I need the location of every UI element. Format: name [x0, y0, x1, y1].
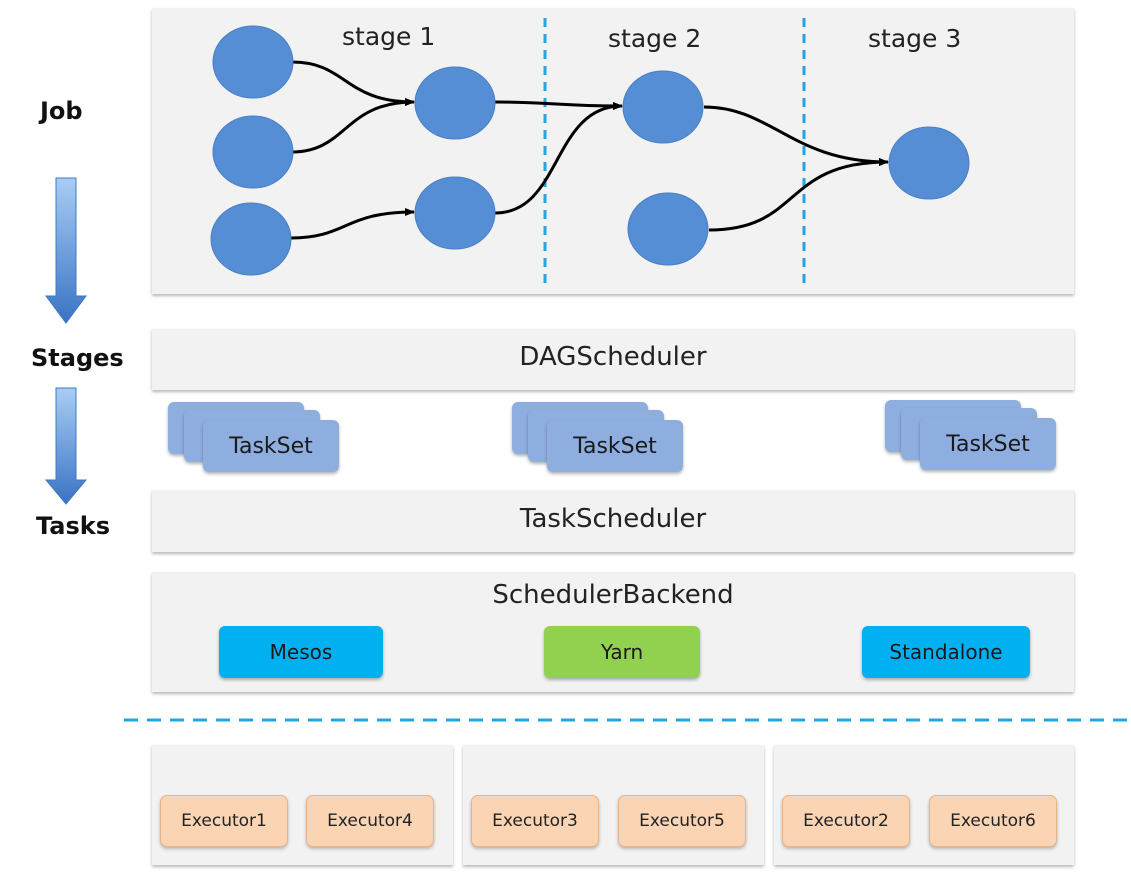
- scheduler-backend-panel: SchedulerBackend Mesos Yarn Standalone: [152, 572, 1074, 692]
- task-scheduler-bar: TaskScheduler: [152, 490, 1074, 552]
- job-to-stages-arrow-icon: [45, 177, 87, 324]
- mesos-option: Mesos: [219, 626, 383, 678]
- edge-f-to-h: [703, 105, 889, 166]
- standalone-option: Standalone: [862, 626, 1030, 678]
- dag-node: [210, 202, 292, 276]
- edge-a-to-d: [291, 60, 415, 106]
- taskset-stack-3: TaskSet: [885, 400, 1065, 480]
- cluster-divider: [124, 718, 1131, 722]
- executor-box: Executor6: [929, 795, 1057, 847]
- executor-box: Executor1: [160, 795, 288, 847]
- worker-node-1: Executor1 Executor4: [152, 745, 453, 865]
- task-scheduler-label: TaskScheduler: [519, 504, 707, 534]
- scheduler-backend-label: SchedulerBackend: [492, 580, 734, 610]
- taskset-card-front: TaskSet: [920, 418, 1056, 470]
- edge-c-to-e: [290, 208, 415, 240]
- taskset-stack-1: TaskSet: [168, 402, 348, 482]
- executor-box: Executor5: [618, 795, 746, 847]
- executor-box: Executor3: [471, 795, 599, 847]
- job-label: Job: [40, 97, 83, 125]
- taskset-stack-2: TaskSet: [512, 402, 692, 482]
- dag-node: [888, 126, 970, 200]
- dag-scheduler-bar: DAGScheduler: [152, 329, 1074, 390]
- job-dag-panel: stage 1 stage 2 stage 3: [152, 8, 1074, 294]
- edge-d-to-f: [494, 100, 623, 110]
- dag-node: [212, 115, 294, 189]
- tasks-label: Tasks: [36, 512, 111, 540]
- stage-2-label: stage 2: [608, 24, 702, 53]
- taskset-card-front: TaskSet: [203, 420, 339, 472]
- stages-label: Stages: [31, 344, 124, 372]
- dag-node: [414, 66, 496, 140]
- edge-b-to-d: [291, 98, 415, 154]
- dag-node: [414, 176, 496, 250]
- dag-node: [622, 70, 704, 144]
- worker-node-2: Executor3 Executor5: [463, 745, 764, 865]
- edge-g-to-h: [708, 158, 889, 232]
- dag-scheduler-label: DAGScheduler: [519, 342, 707, 372]
- dag-graph: [210, 18, 970, 288]
- dag-node: [212, 25, 294, 99]
- stage-1-label: stage 1: [342, 22, 436, 51]
- executor-box: Executor4: [306, 795, 434, 847]
- executor-box: Executor2: [782, 795, 910, 847]
- stage-3-label: stage 3: [868, 24, 962, 53]
- yarn-option: Yarn: [544, 626, 700, 678]
- taskset-card-front: TaskSet: [547, 420, 683, 472]
- stages-to-tasks-arrow-icon: [44, 387, 88, 505]
- edge-e-to-f: [494, 102, 623, 215]
- worker-node-3: Executor2 Executor6: [774, 745, 1074, 865]
- dag-node: [627, 192, 709, 266]
